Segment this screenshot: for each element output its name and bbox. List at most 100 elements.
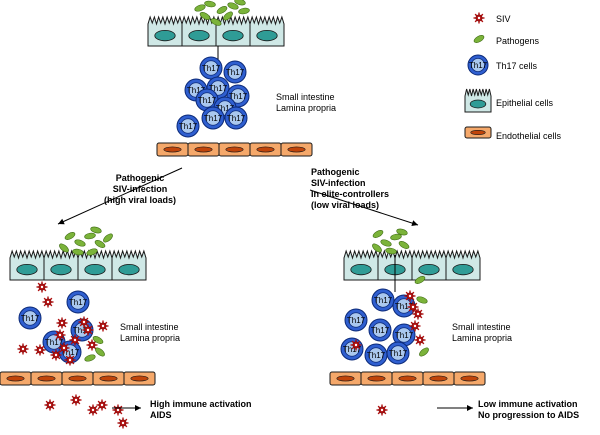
pathogen [398,241,410,249]
th17-cell-label: Th17 [198,96,217,105]
endothelial-nucleus [398,375,417,382]
arrow-head [467,405,473,411]
right-arrow-line1: Pathogenic [311,167,360,177]
siv-center [413,324,417,328]
siv-virion [87,404,99,416]
th17-inner [368,347,384,363]
epithelial-nucleus [84,263,106,276]
siv-virion [34,344,46,356]
th17-cell: Th17 [18,306,42,330]
th17-cell: Th17 [392,323,416,347]
siv-virion [70,394,82,406]
left-site-line1: Small intestine [120,322,179,332]
th17-cell-label: Th17 [21,314,40,323]
right-outcome-line1: Low immune activation [478,399,578,409]
left-outcome-line2: AIDS [150,410,172,420]
siv-virion [82,324,94,336]
th17-cell-label: Th17 [216,104,235,113]
right-site-line2: Lamina propria [452,333,513,343]
right-arrow-line3: In elite-controllers [311,189,390,199]
pathogen [473,35,485,43]
endothelial-nucleus [460,375,479,382]
siv-virion [42,296,54,308]
arrow-head [58,218,65,225]
endothelial-cell [61,371,94,386]
siv-virion [17,343,29,355]
th17-inner [46,334,62,350]
th17-cell-label: Th17 [209,84,228,93]
siv-virion [97,320,109,332]
siv-center [40,285,44,289]
siv-virion [117,417,129,429]
siv-virion [404,290,416,302]
pathogen [385,247,397,255]
siv-virion [36,281,48,293]
pathogen [64,232,76,240]
siv-center [38,348,42,352]
epithelial-cell [43,249,79,281]
epithelial-nucleus [50,263,72,276]
siv-center [408,294,412,298]
arrow-head [411,220,418,227]
th17-cell: Th17 [386,341,410,365]
endothelial-nucleus [287,146,306,153]
epithelial-cell [249,15,285,47]
arrow-shaft [309,189,419,226]
pathogen [95,347,105,357]
pathogen [372,243,382,253]
th17-inner [230,88,246,104]
epithelial-cell [215,15,251,47]
epithelial-cell [343,249,379,281]
siv-virion [96,399,108,411]
pathogen [94,240,106,248]
th17-cell: Th17 [201,106,225,130]
th17-cell-label: Th17 [73,326,92,335]
endothelial-nucleus [130,375,149,382]
pathogen [199,12,211,20]
pathogen [223,11,233,21]
siv-center [58,333,62,337]
arrow [437,405,473,411]
pathogen [414,276,426,284]
siv-center [82,320,86,324]
pathogen [92,336,104,344]
arrows-layer [57,167,473,411]
th17-inner [227,64,243,80]
siv-center [73,338,77,342]
pathogen [419,347,429,357]
siv-center [74,398,78,402]
th17-cell-label: Th17 [389,349,408,358]
siv-virion [473,12,485,24]
epithelial-nucleus [154,29,176,42]
pathogen [372,230,384,238]
pathogen [238,7,250,15]
th17-cell-label: Th17 [395,302,414,311]
th17-inner [390,345,406,361]
siv-center [418,338,422,342]
epithelial-cell [147,15,183,47]
pathogen [227,2,239,10]
pathogen [210,18,222,26]
epithelial-cell [9,249,45,281]
pathogen [72,248,84,256]
th17-cell-label: Th17 [367,351,386,360]
th17-inner [372,322,388,338]
epithelial-cell [445,249,481,281]
endothelial-cell [0,371,32,386]
pathogen [59,243,69,253]
siv-center [354,343,358,347]
pathogen [216,6,228,14]
arrow [309,189,419,227]
siv-center [411,305,415,309]
endothelial-nucleus [470,130,486,136]
siv-center [416,312,420,316]
th17-inner [348,312,364,328]
siv-center [116,408,120,412]
th17-inner [70,294,86,310]
siv-virion [376,404,388,416]
siv-virion [58,342,70,354]
th17-cell: Th17 [371,288,395,312]
legend-label-endothelial: Endothelial cells [496,131,562,141]
th17-cell-label: Th17 [187,86,206,95]
epithelial-nucleus [16,263,38,276]
